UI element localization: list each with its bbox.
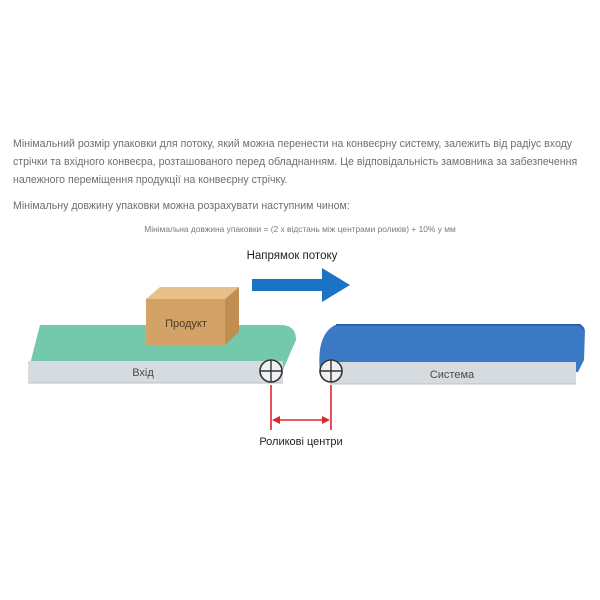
system-conveyor: Система: [319, 324, 585, 385]
input-belt-side: [28, 361, 283, 383]
roller-centers-dimension: [270, 385, 332, 430]
input-roller-icon: [259, 359, 283, 383]
formula-text: Мінімальна довжина упаковки = (2 x відст…: [144, 224, 456, 234]
product-label: Продукт: [165, 318, 207, 330]
paragraph-package-size: Мінімальний розмір упаковки для потоку, …: [13, 138, 578, 186]
system-label: Система: [430, 369, 475, 381]
paragraph-calculation: Мінімальну довжину упаковки можна розрах…: [13, 200, 350, 212]
system-belt-side: [330, 362, 576, 384]
box-front: [146, 299, 225, 345]
roller-centers-label: Роликові центри: [259, 436, 342, 448]
box-side: [225, 287, 239, 345]
flow-arrow-icon: [252, 268, 350, 302]
system-belt-top: [319, 325, 585, 372]
system-roller-icon: [319, 359, 343, 383]
system-belt-edge: [336, 324, 585, 330]
input-label: Вхід: [132, 367, 154, 379]
product-box: Продукт: [146, 287, 239, 345]
dimension-arrow-right-icon: [322, 416, 330, 424]
flow-direction-label: Напрямок потоку: [247, 250, 338, 262]
box-top: [146, 287, 239, 299]
description-text: Мінімальний розмір упаковки для потоку, …: [13, 135, 583, 223]
dimension-arrow-left-icon: [272, 416, 280, 424]
